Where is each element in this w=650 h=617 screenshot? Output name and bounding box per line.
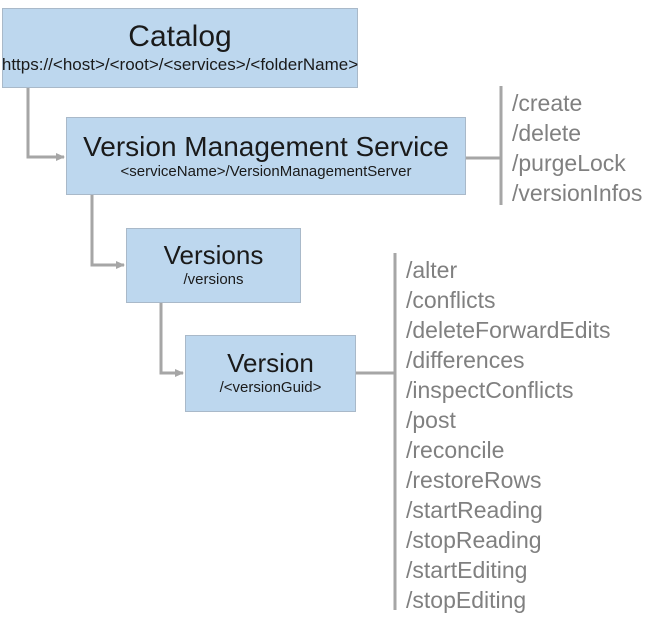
node-versions[interactable]: Versions /versions [126,228,301,303]
endpoint-item[interactable]: /alter [406,257,458,283]
endpoint-item[interactable]: /startEditing [406,557,528,583]
node-version-management-service-subtitle: <serviceName>/VersionManagementServer [120,162,412,180]
node-version-title: Version [227,348,314,379]
endpoint-item[interactable]: /restoreRows [406,467,542,493]
node-version-management-service[interactable]: Version Management Service <serviceName>… [66,117,466,195]
endpoint-item[interactable]: /startReading [406,497,543,523]
endpoint-item[interactable]: /delete [512,120,582,146]
endpoint-item[interactable]: /post [406,407,456,433]
endpoint-item[interactable]: /deleteForwardEdits [406,317,611,343]
node-version-subtitle: /<versionGuid> [219,379,322,397]
node-catalog-title: Catalog [128,20,232,54]
connector-service-to-versions [90,195,125,269]
endpoint-list-version-operations: /alter/conflicts/deleteForwardEdits/diff… [406,255,611,615]
endpoint-list-service-operations: /create/delete/purgeLock/versionInfos [512,88,642,208]
endpoint-item[interactable]: /stopReading [406,527,542,553]
node-version[interactable]: Version /<versionGuid> [185,335,356,412]
connector-catalog-to-service [26,88,65,161]
endpoint-item[interactable]: /reconcile [406,437,505,463]
connector-versions-to-version [159,303,184,377]
endpoint-item[interactable]: /differences [406,347,525,373]
node-versions-title: Versions [163,240,264,271]
node-version-management-service-title: Version Management Service [83,130,449,162]
node-catalog[interactable]: Catalog https://<host>/<root>/<services>… [2,8,358,88]
node-catalog-subtitle: https://<host>/<root>/<services>/<folder… [1,54,359,74]
node-versions-subtitle: /versions [183,271,244,289]
endpoint-item[interactable]: /create [512,90,583,116]
endpoint-item[interactable]: /versionInfos [512,180,643,206]
endpoint-item[interactable]: /purgeLock [512,150,626,176]
endpoint-item[interactable]: /inspectConflicts [406,377,574,403]
endpoint-item[interactable]: /conflicts [406,287,496,313]
endpoint-item[interactable]: /stopEditing [406,587,527,613]
